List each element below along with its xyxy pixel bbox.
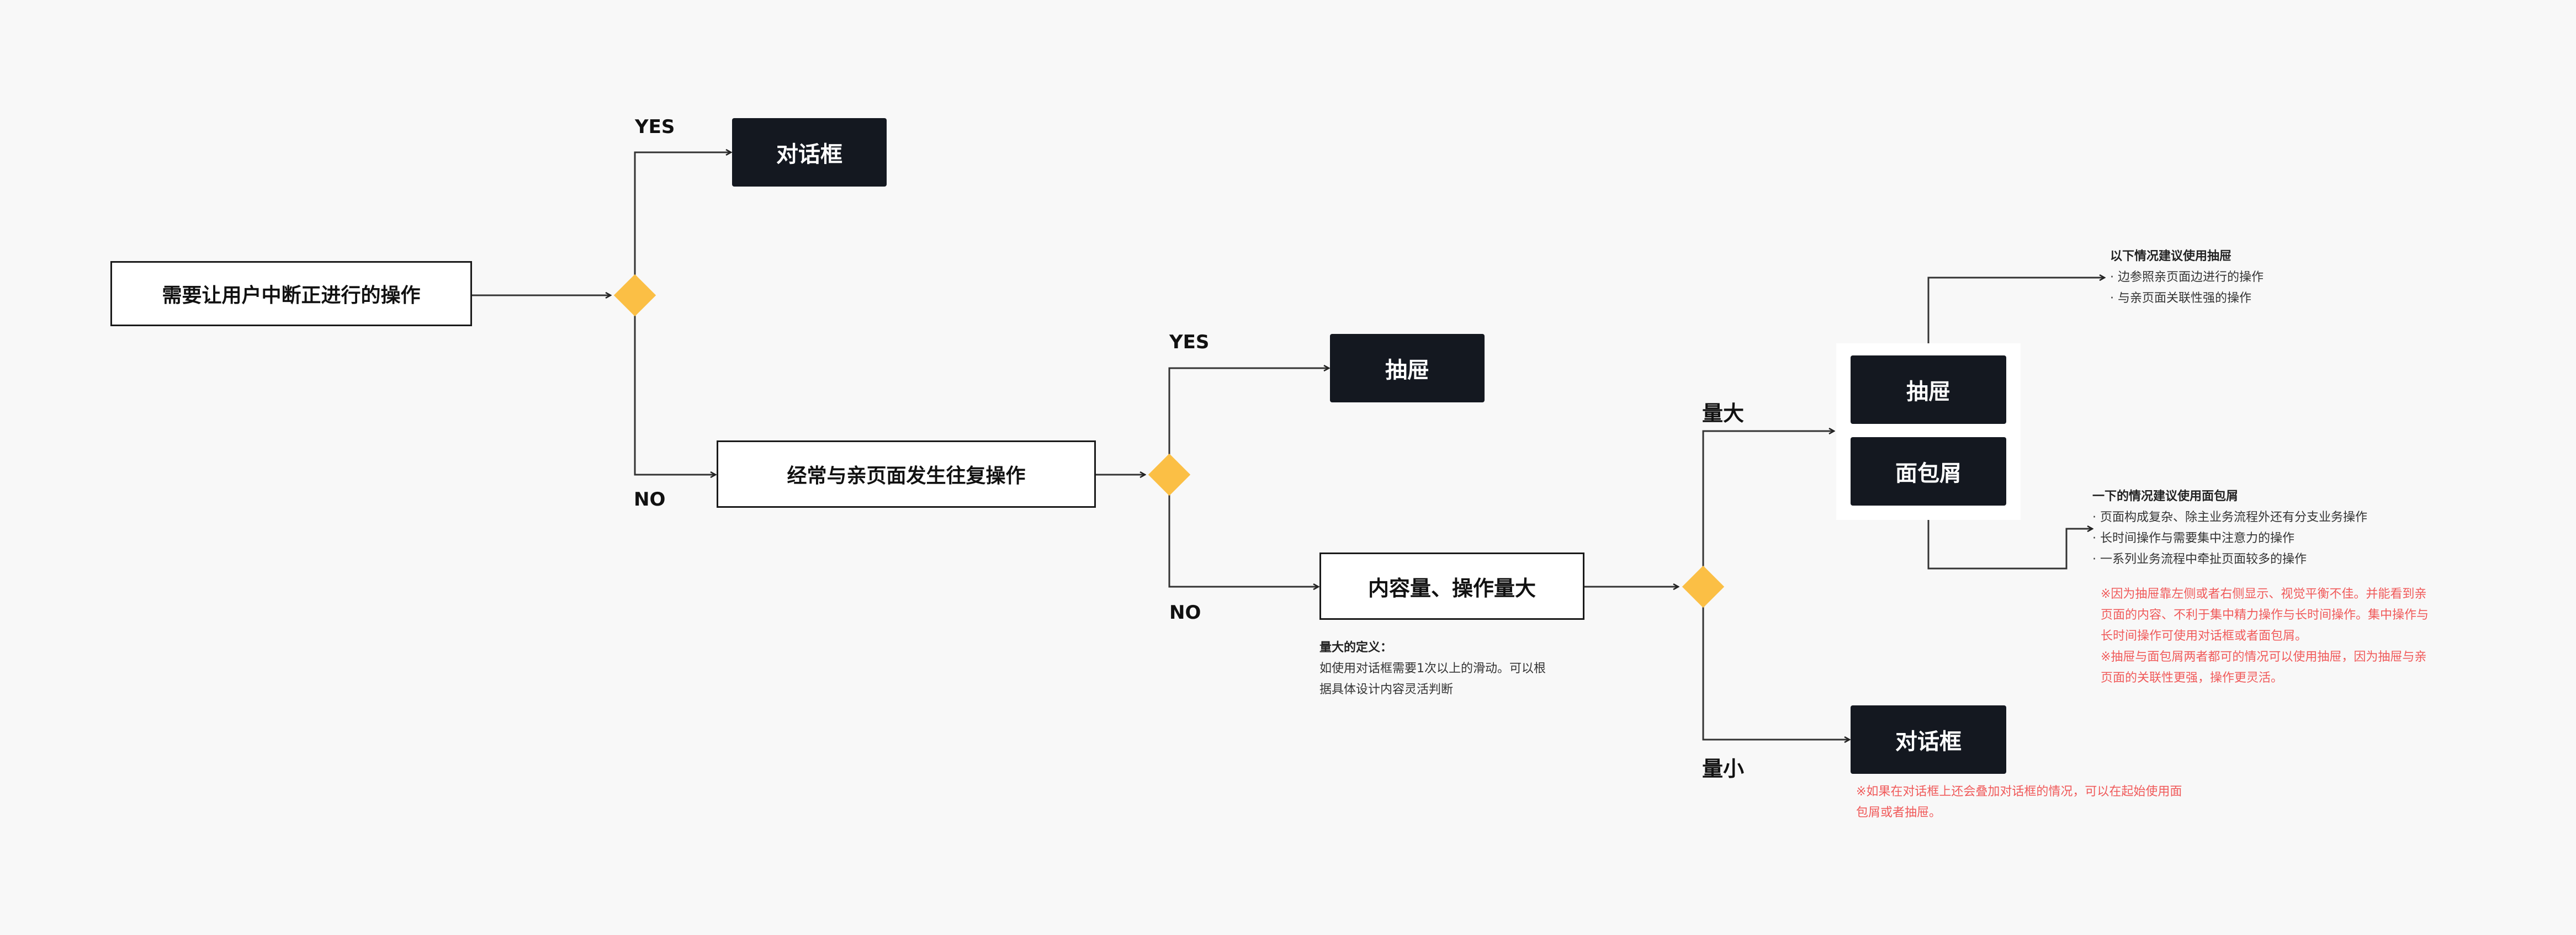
warning-line: 长时间操作可使用对话框或者面包屑。 [2101,629,2308,643]
breadcrumb-node: 面包屑 [1851,437,2006,506]
breadcrumb-usage-note: 一下的情况建议使用面包屑 · 页面构成复杂、除主业务流程外还有分支业务操作 · … [2092,486,2367,570]
breadcrumb-usage-title: 一下的情况建议使用面包屑 [2092,490,2239,503]
dialog-stacking-warning-note: ※如果在对话框上还会叠加对话框的情况，可以在起始使用面 包屑或者抽屉。 [1856,782,2182,824]
definition-line: 据具体设计内容灵活判断 [1319,683,1454,697]
drawer-usage-line: · 边参照亲页面边进行的操作 [2110,270,2264,284]
drawer-node-1: 抽屉 [1330,334,1485,402]
warning-line: 页面的关联性更强，操作更灵活。 [2101,671,2283,685]
warning-line: 包屑或者抽屉。 [1856,806,1942,820]
warning-line: ※抽屉与面包屑两者都可的情况可以使用抽屉，因为抽屉与亲 [2101,650,2427,664]
large-label: 量大 [1702,401,1745,426]
no-label-1: NO [634,488,666,511]
drawer-usage-line: · 与亲页面关联性强的操作 [2110,291,2251,305]
connector-decision2-no [1168,487,1318,587]
yes-label-2: YES [1169,331,1210,353]
start-node-interrupt-operation: 需要让用户中断正进行的操作 [110,261,472,326]
connector-decision3-small [1702,599,1849,740]
small-label: 量小 [1702,757,1745,781]
warning-line: ※因为抽屉靠左侧或者右侧显示、视觉平衡不佳。并能看到亲 [2101,587,2427,601]
drawer-breadcrumb-warning-note: ※因为抽屉靠左侧或者右侧显示、视觉平衡不佳。并能看到亲 页面的内容、不利于集中精… [2101,584,2429,689]
drawer-node-2: 抽屉 [1851,355,2006,424]
dialog-node-2: 对话框 [1851,705,2006,774]
connector-decision1-no [634,308,715,475]
breadcrumb-usage-line: · 一系列业务流程中牵扯页面较多的操作 [2092,552,2307,566]
connector-drawer-to-note [1927,278,2105,355]
connector-breadcrumb-to-note [1927,509,2092,570]
connector-decision1-yes [634,152,731,283]
definition-title: 量大的定义： [1319,641,1393,655]
drawer-usage-note: 以下情况建议使用抽屉 · 边参照亲页面边进行的操作 · 与亲页面关联性强的操作 [2110,246,2264,309]
definition-line: 如使用对话框需要1次以上的滑动。可以根 [1319,662,1546,676]
warning-line: 页面的内容、不利于集中精力操作与长时间操作。集中操作与 [2101,608,2429,622]
yes-label-1: YES [635,116,675,138]
drawer-usage-title: 以下情况建议使用抽屉 [2110,249,2232,263]
breadcrumb-usage-line: · 页面构成复杂、除主业务流程外还有分支业务操作 [2092,511,2367,524]
connector-decision3-large [1702,431,1834,574]
connector-decision2-yes [1168,368,1329,462]
warning-line: ※如果在对话框上还会叠加对话框的情况，可以在起始使用面 [1856,785,2182,799]
question-node-large-content: 内容量、操作量大 [1319,552,1584,620]
breadcrumb-usage-line: · 长时间操作与需要集中注意力的操作 [2092,532,2294,545]
dialog-node-1: 对话框 [732,118,887,187]
large-definition-note: 量大的定义： 如使用对话框需要1次以上的滑动。可以根 据具体设计内容灵活判断 [1319,638,1546,700]
no-label-2: NO [1169,602,1201,624]
question-node-frequent-parent-interaction: 经常与亲页面发生往复操作 [717,440,1096,508]
